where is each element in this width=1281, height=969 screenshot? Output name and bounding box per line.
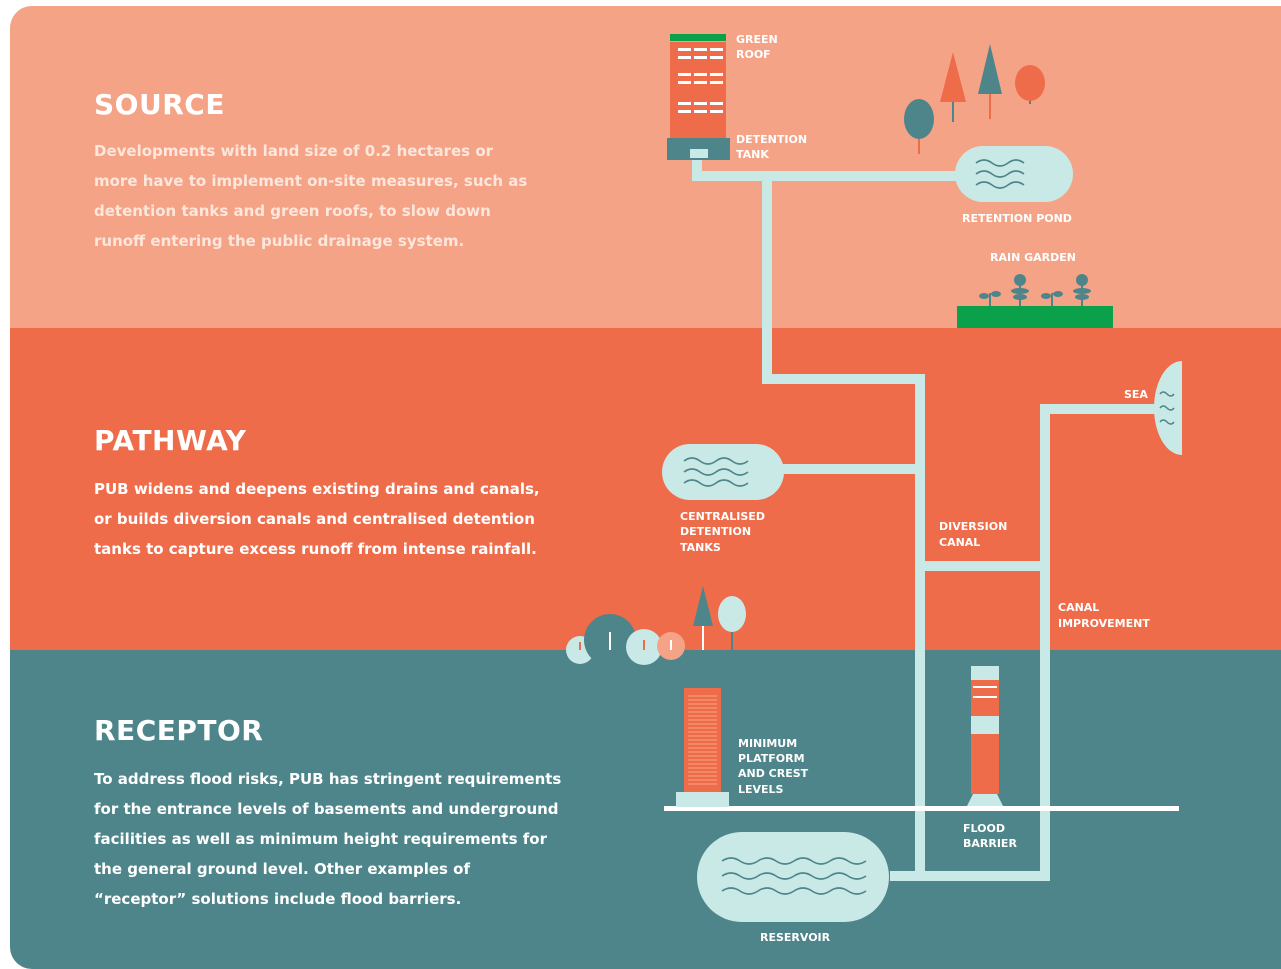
reservoir <box>697 832 889 922</box>
receptor-title: RECEPTOR <box>94 714 264 747</box>
svg-text:AND CREST: AND CREST <box>738 767 809 780</box>
receptor-description: To address flood risks, PUB has stringen… <box>94 770 562 908</box>
svg-text:TANKS: TANKS <box>680 541 721 554</box>
retention-pond-label: RETENTION POND <box>962 212 1072 225</box>
svg-text:LEVELS: LEVELS <box>738 783 784 796</box>
source-title: SOURCE <box>94 88 225 121</box>
trees-source <box>904 44 1045 154</box>
svg-text:MINIMUM: MINIMUM <box>738 737 797 750</box>
pathway-title: PATHWAY <box>94 424 247 457</box>
svg-text:ROOF: ROOF <box>736 48 771 61</box>
canal-improvement-label: CANAL IMPROVEMENT <box>1058 601 1150 630</box>
ground-line <box>664 806 1179 811</box>
svg-text:IMPROVEMENT: IMPROVEMENT <box>1058 617 1150 630</box>
svg-text:DETENTION: DETENTION <box>736 133 807 146</box>
minimum-platform-label: MINIMUM PLATFORM AND CREST LEVELS <box>738 737 809 796</box>
svg-text:FLOOD: FLOOD <box>963 822 1005 835</box>
diversion-canal-label: DIVERSION CANAL <box>939 520 1007 549</box>
centralised-detention-tank <box>662 444 784 500</box>
raised-platform-building <box>676 688 729 807</box>
drainage-illustration: GREEN ROOF DETENTION TANK RETENTION P <box>566 33 1182 944</box>
svg-text:DIVERSION: DIVERSION <box>939 520 1007 533</box>
drainage-pipes <box>692 156 1155 881</box>
rain-garden <box>957 274 1113 328</box>
svg-text:CENTRALISED: CENTRALISED <box>680 510 765 523</box>
svg-text:CANAL: CANAL <box>1058 601 1099 614</box>
flood-management-diagram: SOURCE Developments with land size of 0.… <box>10 6 1281 969</box>
svg-text:PLATFORM: PLATFORM <box>738 752 805 765</box>
green-roof-strip <box>670 34 726 41</box>
svg-text:DETENTION: DETENTION <box>680 525 751 538</box>
detention-tank-label: DETENTION TANK <box>736 133 807 161</box>
svg-text:GREEN: GREEN <box>736 33 778 46</box>
flood-barrier <box>967 666 1003 806</box>
green-roof-label: GREEN ROOF <box>736 33 778 61</box>
pipe-main-drop <box>762 176 925 881</box>
retention-pond <box>955 146 1073 202</box>
centralised-detention-tanks-label: CENTRALISED DETENTION TANKS <box>680 510 765 554</box>
pipe-from-detention-tank <box>692 156 960 181</box>
green-roof-building <box>667 34 730 160</box>
svg-text:CANAL: CANAL <box>939 536 980 549</box>
svg-text:BARRIER: BARRIER <box>963 837 1017 850</box>
svg-text:TANK: TANK <box>736 148 769 161</box>
flood-barrier-label: FLOOD BARRIER <box>963 822 1017 850</box>
trees-pathway <box>566 586 746 666</box>
pathway-description: PUB widens and deepens existing drains a… <box>94 480 540 558</box>
pathway-band <box>10 328 1281 650</box>
sea-label: SEA <box>1124 388 1148 401</box>
pipe-canal-improvement <box>920 404 1155 881</box>
rain-garden-label: RAIN GARDEN <box>990 251 1076 264</box>
sea <box>1154 361 1182 455</box>
source-description: Developments with land size of 0.2 hecta… <box>94 142 528 250</box>
reservoir-label: RESERVOIR <box>760 931 831 944</box>
